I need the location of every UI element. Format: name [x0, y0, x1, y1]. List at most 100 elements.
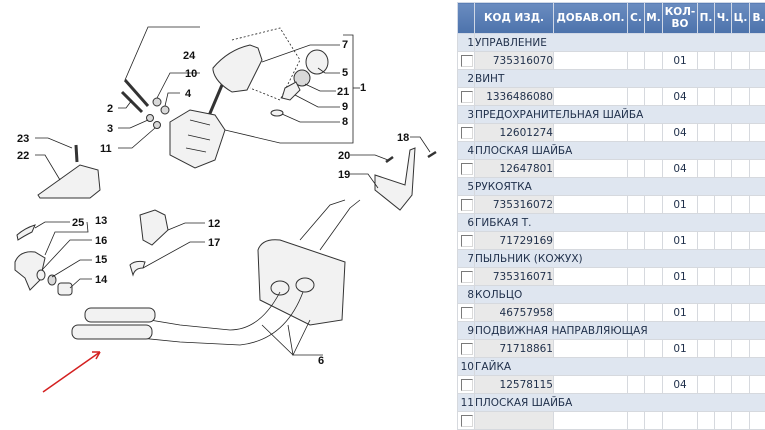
- knob-part-5: [306, 50, 328, 74]
- ch-cell: [715, 196, 732, 214]
- select-cell: [458, 340, 475, 358]
- qty-cell: 04: [663, 376, 698, 394]
- p-cell: [698, 376, 715, 394]
- m-cell: [645, 340, 663, 358]
- callout-2: 2: [107, 103, 113, 115]
- part-code[interactable]: 1336486080: [475, 88, 554, 106]
- header-qty-line2: ВО: [672, 18, 689, 30]
- group-number: 5: [458, 178, 475, 196]
- part-code[interactable]: 735316070: [475, 52, 554, 70]
- lever-rod: [208, 85, 222, 118]
- part-code[interactable]: 71718861: [475, 340, 554, 358]
- select-checkbox[interactable]: [461, 91, 473, 103]
- part-code[interactable]: 735316072: [475, 196, 554, 214]
- group-number: 4: [458, 142, 475, 160]
- part-code[interactable]: 12647801: [475, 160, 554, 178]
- select-checkbox[interactable]: [461, 199, 473, 211]
- part-code[interactable]: 71729169: [475, 232, 554, 250]
- select-cell: [458, 196, 475, 214]
- ch-cell: [715, 88, 732, 106]
- p-cell: [698, 340, 715, 358]
- callout-5: 5: [342, 67, 348, 79]
- select-cell: [458, 88, 475, 106]
- select-checkbox[interactable]: [461, 343, 473, 355]
- s-cell: [628, 52, 645, 70]
- leader-11: [118, 128, 155, 148]
- select-checkbox[interactable]: [461, 127, 473, 139]
- part-code[interactable]: 12578115: [475, 376, 554, 394]
- part-code[interactable]: 735316071: [475, 268, 554, 286]
- part-code[interactable]: [475, 412, 554, 430]
- header-ch[interactable]: Ч.: [715, 3, 732, 34]
- v-cell: [750, 124, 765, 142]
- qty-cell: 01: [663, 196, 698, 214]
- leader-22: [35, 155, 60, 180]
- cable-sleeve-lower: [72, 325, 152, 339]
- s-cell: [628, 304, 645, 322]
- bracket-part-22: [38, 165, 100, 198]
- washer-part-11: [154, 122, 161, 129]
- callout-4: 4: [185, 88, 192, 100]
- header-m[interactable]: М.: [645, 3, 663, 34]
- v-cell: [750, 304, 765, 322]
- clip-part-12: [140, 210, 168, 245]
- select-checkbox[interactable]: [461, 163, 473, 175]
- v-cell: [750, 196, 765, 214]
- option-cell: [554, 160, 628, 178]
- group-number: 6: [458, 214, 475, 232]
- v-cell: [750, 52, 765, 70]
- select-checkbox[interactable]: [461, 379, 473, 391]
- part-code[interactable]: 46757958: [475, 304, 554, 322]
- c-cell: [732, 232, 750, 250]
- select-cell: [458, 268, 475, 286]
- header-c[interactable]: Ц.: [732, 3, 750, 34]
- option-cell: [554, 124, 628, 142]
- group-name: ПОДВИЖНАЯ НАПРАВЛЯЮЩАЯ: [475, 322, 765, 340]
- header-option[interactable]: ДОБАВ.ОП.: [554, 3, 628, 34]
- header-code[interactable]: КОД ИЗД.: [475, 3, 554, 34]
- ch-cell: [715, 304, 732, 322]
- qty-cell: 04: [663, 124, 698, 142]
- callout-11: 11: [100, 143, 112, 155]
- ring-part-8: [271, 110, 283, 116]
- c-cell: [732, 340, 750, 358]
- m-cell: [645, 196, 663, 214]
- header-v[interactable]: В.: [750, 3, 765, 34]
- ch-cell: [715, 412, 732, 430]
- group-number: 8: [458, 286, 475, 304]
- leader-15: [52, 260, 92, 277]
- nut-part-15: [48, 275, 56, 285]
- c-cell: [732, 268, 750, 286]
- select-checkbox[interactable]: [461, 235, 473, 247]
- v-cell: [750, 412, 765, 430]
- qty-cell: [663, 412, 698, 430]
- v-cell: [750, 88, 765, 106]
- group-number: 11: [458, 394, 475, 412]
- group-number: 2: [458, 70, 475, 88]
- qty-cell: 01: [663, 304, 698, 322]
- select-checkbox[interactable]: [461, 415, 473, 427]
- header-p[interactable]: П.: [698, 3, 715, 34]
- port-left: [271, 281, 289, 295]
- option-cell: [554, 232, 628, 250]
- header-qty[interactable]: КОЛ-ВО: [663, 3, 698, 34]
- p-cell: [698, 196, 715, 214]
- select-checkbox[interactable]: [461, 307, 473, 319]
- select-checkbox[interactable]: [461, 55, 473, 67]
- leader-25: [35, 222, 70, 228]
- part-code[interactable]: 12601274: [475, 124, 554, 142]
- qty-cell: 01: [663, 268, 698, 286]
- ch-cell: [715, 232, 732, 250]
- group-number: 3: [458, 106, 475, 124]
- group-name: ГАЙКА: [475, 358, 765, 376]
- s-cell: [628, 376, 645, 394]
- table-header-row: КОД ИЗД. ДОБАВ.ОП. С. М. КОЛ-ВО П. Ч. Ц.…: [458, 3, 765, 34]
- header-s[interactable]: С.: [628, 3, 645, 34]
- select-checkbox[interactable]: [461, 271, 473, 283]
